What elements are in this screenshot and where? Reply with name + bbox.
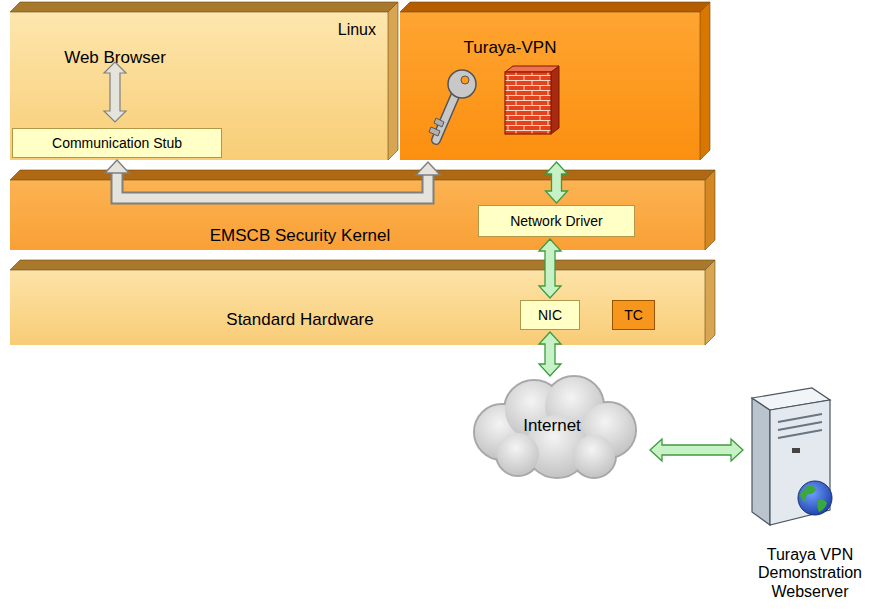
connector-arrow	[650, 439, 743, 461]
node-label: EMSCB Security Kernel	[210, 226, 390, 245]
hardware-slab: Standard Hardware NIC TC	[10, 270, 705, 345]
connector-arrow	[539, 332, 561, 376]
internet-cloud: Internet	[462, 372, 642, 480]
node-label: Turaya-VPN	[464, 38, 557, 57]
node-label: NIC	[538, 307, 562, 324]
label-slot: Linux	[338, 20, 376, 40]
label-slot: Turaya-VPN	[464, 38, 557, 58]
nic-box: NIC	[520, 300, 580, 330]
connector-arrow	[105, 160, 440, 198]
firewall-icon	[505, 66, 559, 134]
stub-box: Communication Stub	[12, 128, 222, 158]
label-slot: Standard Hardware	[226, 310, 373, 330]
label-slot: EMSCB Security Kernel	[210, 226, 390, 246]
connector-arrow	[539, 239, 561, 298]
browser-stub-arrow	[104, 62, 126, 122]
node-label: Network Driver	[510, 213, 603, 230]
os-slab: LinuxWeb BrowserCommunication Stub	[10, 12, 388, 160]
node-label: Turaya VPN Demonstration Webserver	[745, 546, 875, 601]
node-label: Internet	[523, 416, 581, 436]
label-slot: Turaya VPN Demonstration Webserver	[745, 546, 875, 601]
slab-faces	[10, 260, 715, 345]
driver-box: Network Driver	[478, 205, 635, 237]
node-label: Communication Stub	[52, 135, 182, 152]
tc-box: TC	[612, 300, 655, 330]
connector-arrow	[546, 162, 568, 203]
node-label: Standard Hardware	[226, 310, 373, 329]
server-icon	[752, 388, 832, 525]
node-label: TC	[624, 307, 643, 324]
node-label: Linux	[338, 21, 376, 38]
key-icon	[429, 70, 476, 140]
